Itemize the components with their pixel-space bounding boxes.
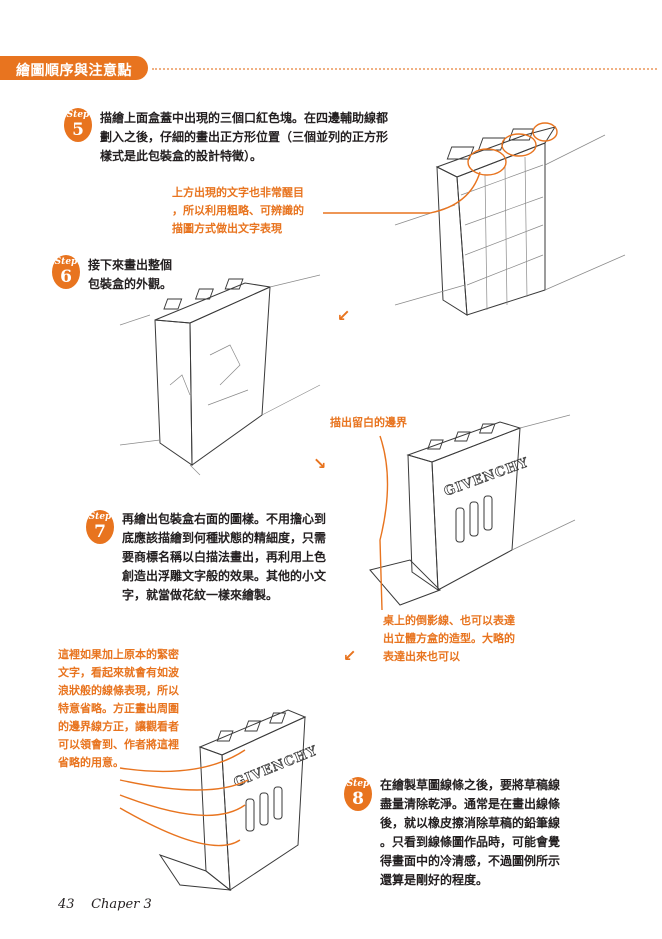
arrow-down-right-icon: ↘ bbox=[313, 454, 327, 473]
arrow-down-left-icon-2: ↙ bbox=[343, 646, 357, 665]
sketch-step-7: GIVENCHY bbox=[369, 414, 576, 606]
note-left: 這裡如果加上原本的緊密 文字，看起來就會有如波 浪狀般的線條表現，所以 特意省略… bbox=[58, 648, 179, 769]
step-6-badge: Step 6 bbox=[52, 255, 80, 289]
section-header: 繪圖順序與注意點 bbox=[0, 56, 148, 80]
step-7-text: 再繪出包裝盒右面的圖樣。不用擔心到 底應該描繪到何種狀態的精細度，只需 要商標名… bbox=[122, 512, 327, 602]
step-8-text: 在繪製草圖線條之後，要將草稿線 盡量清除乾淨。通常是在畫出線條 後，就以橡皮擦消… bbox=[380, 778, 561, 887]
sketch-step-5 bbox=[394, 126, 626, 316]
note-margin: 描出留白的邊界 bbox=[330, 416, 407, 429]
section-title: 繪圖順序與注意點 bbox=[16, 63, 132, 79]
page-number: 43 bbox=[58, 897, 75, 912]
sketch-brand-step-8: GIVENCHY bbox=[232, 743, 320, 790]
page-footer: 43 Chaper 3 bbox=[58, 897, 152, 912]
sketch-brand-step-7: GIVENCHY bbox=[442, 455, 531, 500]
arrow-down-left-icon: ↙ bbox=[337, 306, 351, 325]
sketch-step-8: GIVENCHY bbox=[158, 709, 320, 892]
step-5-text: 描繪上面盒蓋中出現的三個口紅色塊。在四邊輔助線都 劃入之後，仔細的畫出正方形位置… bbox=[100, 111, 389, 163]
note-text-on-top: 上方出現的文字也非常醒目 ，所以利用粗略、可辨識的 描圖方式做出文字表現 bbox=[172, 186, 304, 235]
header-dotted-rule bbox=[152, 68, 657, 70]
step-6-text: 接下來畫出整個 包裝盒的外觀。 bbox=[88, 258, 173, 291]
sketch-step-6 bbox=[119, 274, 321, 476]
step-8-badge: Step 8 bbox=[344, 777, 372, 811]
note-shadow: 桌上的倒影線、也可以表達 出立體方盒的造型。大略的 表達出來也可以 bbox=[383, 614, 515, 663]
step-5-badge: Step 5 bbox=[64, 108, 92, 142]
step-7-badge: Step 7 bbox=[86, 510, 114, 544]
chapter-label: Chaper 3 bbox=[91, 897, 152, 912]
